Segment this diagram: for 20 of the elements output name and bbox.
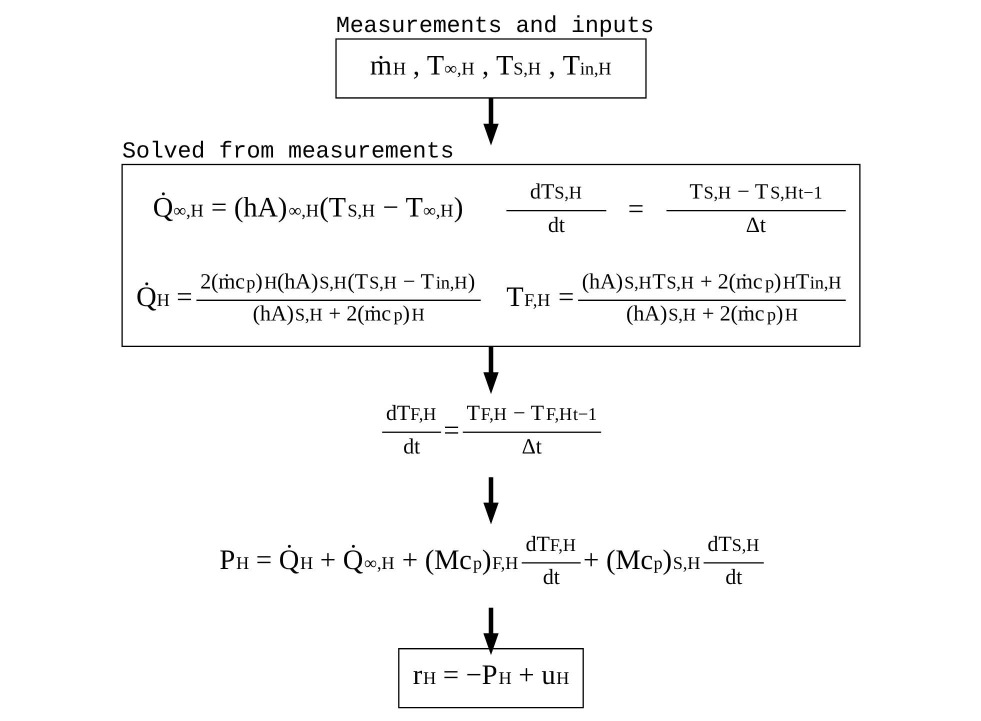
node-label: dt — [542, 565, 560, 590]
node-label: dt — [402, 434, 420, 458]
node-label: dt — [724, 565, 742, 590]
node-label: dTF,H — [385, 401, 436, 426]
node-label: + (Mcp)S,H — [582, 544, 700, 576]
node-label: TF,H − TF,Ht−1 — [466, 401, 597, 426]
node-label: dTS,H — [706, 532, 759, 556]
node-box: ṁH , T∞,H , TS,H , Tin,H — [334, 38, 646, 99]
arrow — [482, 477, 498, 524]
node-label: Measurements and inputs — [336, 12, 654, 39]
arrow — [482, 98, 498, 146]
arrow — [482, 346, 498, 394]
node-box: Q̇∞,H = (hA)∞,H(TS,H − T∞,H) dTS,H dt = TS,H − TS,Ht−1 Δt Q̇H = 2(ṁcp)H(hA)S,H(TS,H − Tin,H) (hA)S,H + 2(ṁcp)H TF,H = (hA)S,HTS,H + 2(ṁcp)HTin,H (hA)S,H + 2(ṁcp)H — [120, 164, 860, 348]
node-label: Δt — [521, 434, 542, 458]
node-label: Solved from measurements — [122, 138, 454, 164]
node-label: PH = Q̇H + Q̇∞,H + (Mcp)F,H — [218, 544, 518, 576]
node-box: rH = −PH + uH — [398, 648, 584, 708]
arrow — [482, 608, 498, 656]
node-label: = — [443, 415, 459, 446]
node-label: dTF,H — [525, 532, 576, 556]
